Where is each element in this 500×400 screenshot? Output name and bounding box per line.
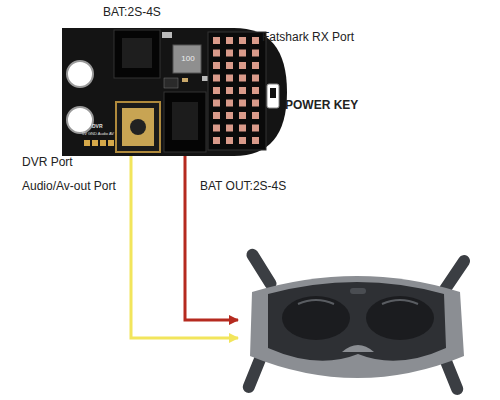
- header-pin: [226, 100, 233, 107]
- header-pin: [252, 100, 259, 107]
- header-pin: [226, 125, 233, 132]
- header-pin: [252, 125, 259, 132]
- audio-jack: [116, 102, 160, 152]
- header-pin: [213, 50, 220, 57]
- header-pin: [226, 37, 233, 44]
- header-pin: [213, 87, 220, 94]
- port-label: BAT:2S-4S: [103, 6, 161, 18]
- header-pin: [213, 112, 220, 119]
- header-pin: [239, 75, 246, 82]
- solder-pad: [100, 140, 106, 146]
- header-pin: [252, 75, 259, 82]
- nose-cutout: [342, 345, 374, 352]
- barrel-jack: [114, 30, 160, 78]
- header-pin: [239, 125, 246, 132]
- sensor: [350, 288, 366, 294]
- mounting-hole: [67, 107, 93, 133]
- highlight: [298, 300, 334, 304]
- switch-label: POWER KEY: [285, 99, 358, 111]
- fpv-goggles: [238, 248, 478, 398]
- header-pin: [239, 50, 246, 57]
- header-pin: [226, 62, 233, 69]
- header-pin: [252, 62, 259, 69]
- header-pin: [226, 50, 233, 57]
- header-pin: [213, 62, 220, 69]
- cable-label: BAT OUT:2S-4S: [200, 180, 286, 192]
- port-label: Fatshark RX Port: [262, 31, 354, 43]
- header-pin: [252, 50, 259, 57]
- solder-pad: [108, 140, 114, 146]
- header-pins: [213, 37, 259, 144]
- fpv-goggles: [238, 248, 478, 398]
- pin-header: [208, 32, 266, 150]
- part-marking: 100: [174, 55, 202, 63]
- barrel-jack-face: [122, 38, 152, 68]
- regulator-chip: [164, 78, 178, 88]
- pin-names: 5V GND Audio AV: [82, 132, 122, 136]
- goggles-body: [250, 276, 464, 378]
- header-pin: [226, 112, 233, 119]
- power-switch: [267, 84, 279, 108]
- audio-jack-hole: [130, 119, 146, 135]
- barrel-jack-face: [172, 102, 198, 140]
- audio-jack-shell: [122, 108, 154, 146]
- header-pin: [226, 75, 233, 82]
- smd-part: [182, 78, 188, 82]
- header-pin: [239, 62, 246, 69]
- solder-pad: [84, 140, 90, 146]
- front-plate: [268, 282, 446, 361]
- smd-part: [162, 32, 172, 38]
- header-pin: [252, 87, 259, 94]
- switch-knob: [270, 88, 276, 98]
- header-pin: [213, 37, 220, 44]
- pcb-body: [62, 28, 287, 156]
- silkscreen-label: DVR: [92, 124, 108, 129]
- antenna: [244, 246, 279, 291]
- header-pin: [252, 112, 259, 119]
- header-pin: [239, 100, 246, 107]
- mounting-hole: [67, 61, 93, 87]
- header-pin: [213, 137, 220, 144]
- inductor: [173, 45, 201, 73]
- cable-label: Audio/Av-out Port: [22, 180, 116, 192]
- lens-cover: [366, 296, 434, 340]
- adapter-board: 100DVR 5V GND Audio AV: [62, 28, 287, 156]
- header-pin: [239, 112, 246, 119]
- highlight: [382, 300, 418, 304]
- header-pin: [252, 137, 259, 144]
- header-pin: [239, 87, 246, 94]
- barrel-jack: [164, 92, 206, 152]
- header-pin: [239, 37, 246, 44]
- header-pin: [226, 87, 233, 94]
- header-pin: [226, 137, 233, 144]
- port-label: DVR Port: [22, 156, 73, 168]
- pcb-board: [62, 28, 287, 156]
- header-pin: [213, 125, 220, 132]
- header-pin: [213, 75, 220, 82]
- header-pin: [213, 100, 220, 107]
- lens-cover: [282, 296, 350, 340]
- solder-pad: [92, 140, 98, 146]
- header-pin: [252, 37, 259, 44]
- header-pin: [239, 137, 246, 144]
